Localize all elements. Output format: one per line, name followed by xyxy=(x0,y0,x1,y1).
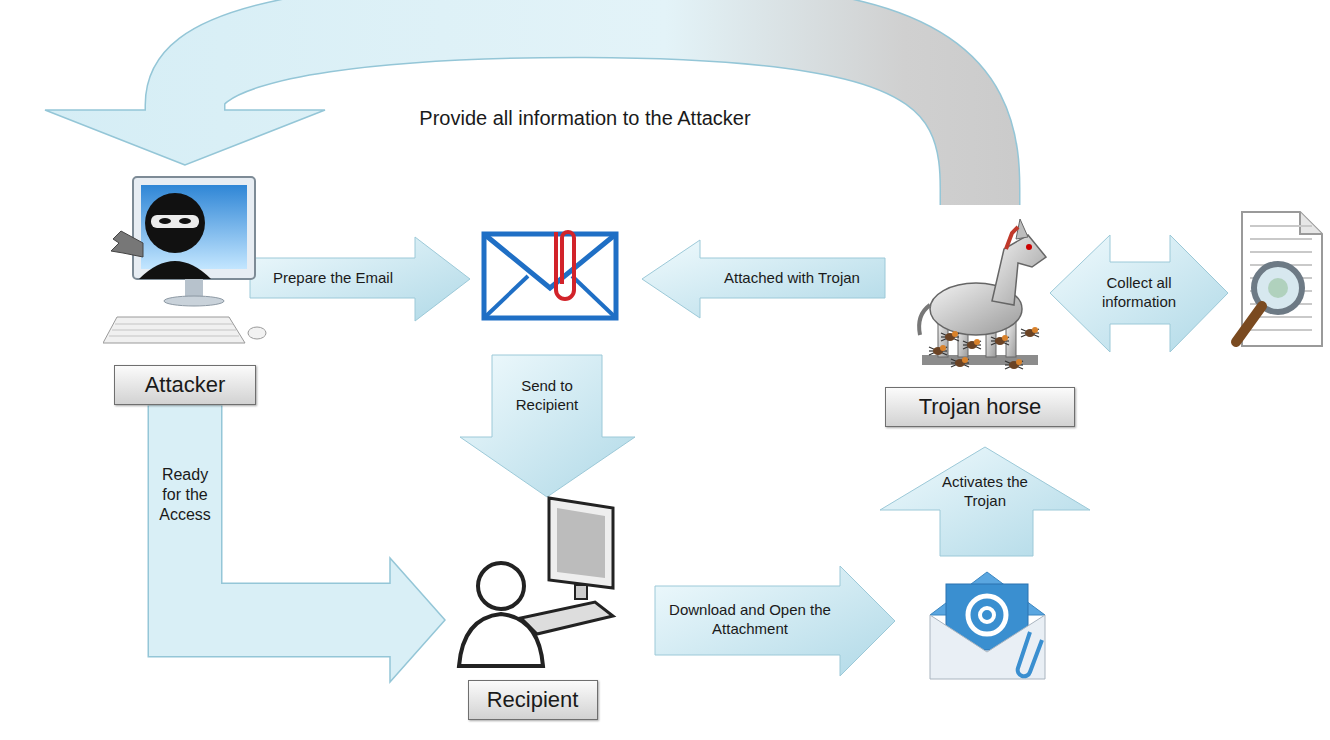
arrow-label: Attached with Trojan xyxy=(706,269,878,288)
actor-name: Recipient xyxy=(485,687,581,713)
bug-head xyxy=(1032,327,1038,333)
burglar-body xyxy=(139,261,211,279)
bug-head xyxy=(940,345,946,351)
actor-icon xyxy=(445,490,620,680)
spider-bug xyxy=(1021,327,1039,337)
burglar-hand xyxy=(111,231,143,257)
monitor-frame xyxy=(549,498,613,588)
spider-bug xyxy=(963,339,981,349)
burglar-eye xyxy=(179,218,191,224)
person-shoulders xyxy=(459,614,543,666)
block-arrow xyxy=(655,566,895,676)
bug-head xyxy=(974,339,980,345)
text-line-mark xyxy=(1250,329,1312,331)
flow-arrow xyxy=(185,405,445,682)
monitor-base xyxy=(164,296,224,306)
burglar-head xyxy=(145,193,205,253)
mouse xyxy=(248,327,266,339)
name-plate: Trojan horse xyxy=(885,387,1075,427)
email-icon xyxy=(484,232,616,318)
actor-name: Trojan horse xyxy=(902,394,1058,420)
keyboard-row xyxy=(109,336,239,337)
spider-bug xyxy=(951,357,969,367)
edge-label: Ready for the Access xyxy=(152,465,218,525)
block-arrow xyxy=(880,447,1090,556)
actor-node: Trojan horse xyxy=(880,205,1080,427)
horse-eye xyxy=(1026,244,1032,250)
bug-head xyxy=(1016,359,1022,365)
name-plate: Attacker xyxy=(114,365,256,405)
spider-bug xyxy=(991,335,1009,345)
block-arrow xyxy=(250,237,470,321)
arrow-label: Prepare the Email xyxy=(258,269,408,288)
double-block-arrow xyxy=(1050,235,1228,352)
actor-node: Attacker xyxy=(100,165,270,405)
horse-neck xyxy=(992,235,1046,305)
monitor-frame xyxy=(133,177,255,279)
burglar-eye xyxy=(159,218,171,224)
arrow-label: Activates the Trojan xyxy=(939,473,1031,511)
bug-head xyxy=(1002,335,1008,341)
text-line-mark xyxy=(1250,238,1312,240)
keyboard-row xyxy=(112,330,236,331)
arrow-head xyxy=(390,558,445,682)
arrow-label: Send to Recipient xyxy=(497,377,597,415)
text-line-mark xyxy=(1250,225,1312,227)
burglar-mask xyxy=(151,215,199,228)
name-plate: Recipient xyxy=(468,680,598,720)
monitor-screen xyxy=(557,508,605,578)
arrow-head xyxy=(45,110,325,165)
actor-icon xyxy=(103,165,268,365)
actor-node: Recipient xyxy=(445,490,620,720)
keyboard xyxy=(103,317,245,343)
block-arrow xyxy=(642,240,885,318)
keyboard xyxy=(521,602,613,634)
keyboard-row xyxy=(115,324,233,325)
monitor-stand xyxy=(575,585,587,599)
bug-head xyxy=(952,331,958,337)
open-email-icon xyxy=(930,572,1045,679)
actor-name: Attacker xyxy=(131,372,239,398)
person-head xyxy=(478,563,524,609)
text-line-mark xyxy=(1250,251,1312,253)
arrow-body xyxy=(185,405,392,620)
horse-tail xyxy=(919,305,930,335)
edge-label: Provide all information to the Attacker xyxy=(350,106,820,131)
document-icon xyxy=(1236,212,1322,346)
arrow-outline xyxy=(185,405,392,620)
actor-icon xyxy=(880,205,1080,387)
spider-bug xyxy=(941,331,959,341)
arrow-label: Download and Open the Attachment xyxy=(661,601,839,639)
bug-head xyxy=(962,357,968,363)
arrow-body xyxy=(185,18,980,205)
block-arrow xyxy=(460,355,635,497)
arrow-label: Collect all information xyxy=(1083,274,1195,312)
spider-bug xyxy=(929,345,947,355)
spider-bug xyxy=(1005,359,1023,369)
horse-mane xyxy=(1006,227,1018,249)
monitor-screen xyxy=(141,185,247,269)
